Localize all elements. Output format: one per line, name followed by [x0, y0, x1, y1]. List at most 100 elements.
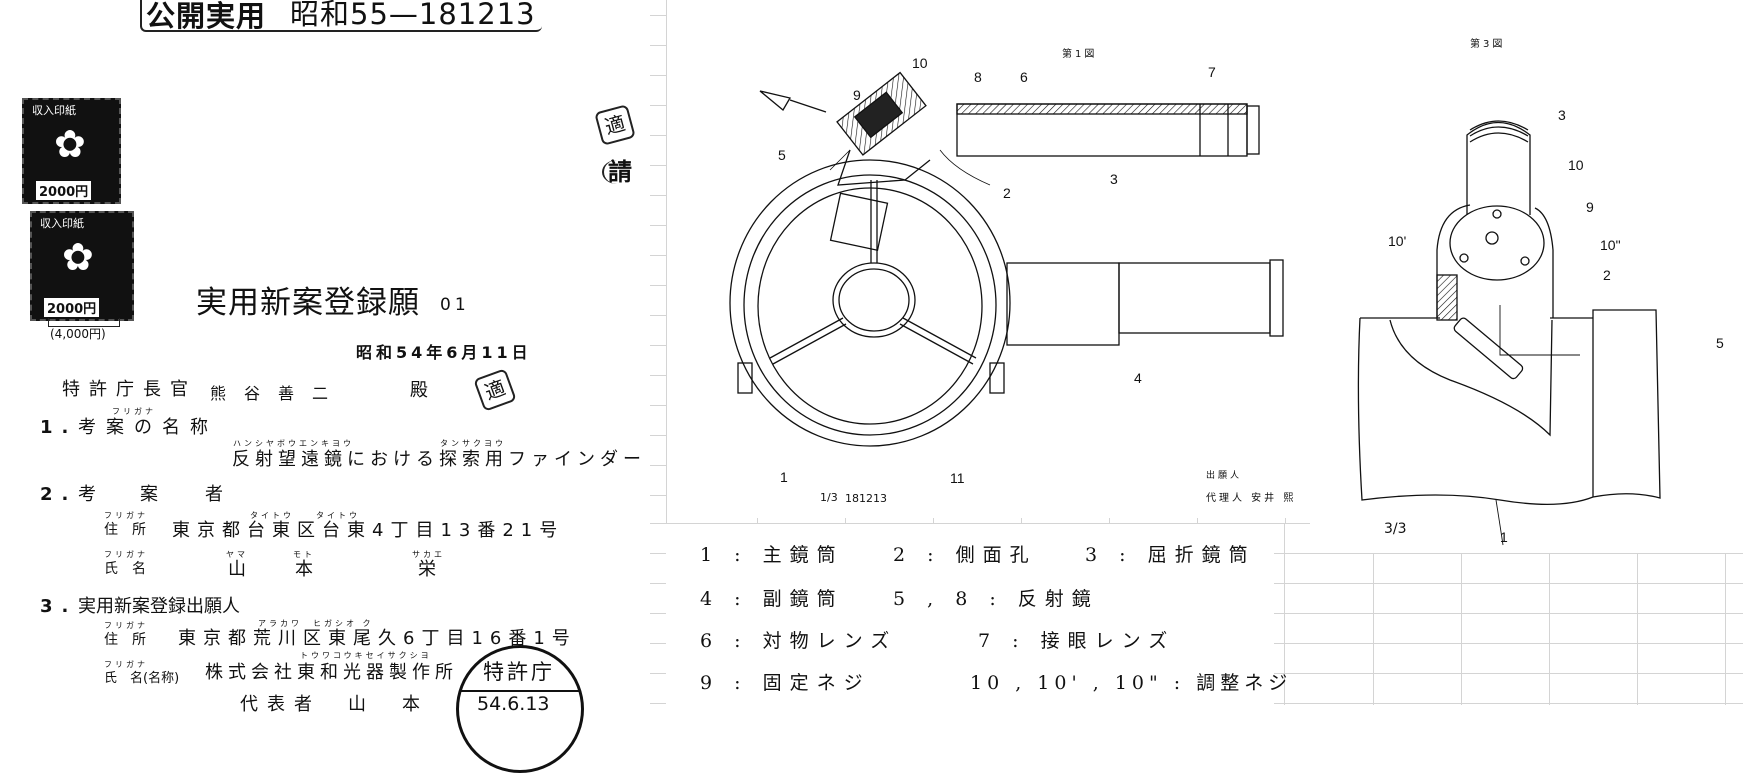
- section-number: 2.: [40, 484, 78, 505]
- furigana-label: フリガナ: [104, 660, 148, 669]
- addressee-suffix: 殿: [410, 380, 437, 401]
- grid-line: [845, 518, 846, 524]
- flower-icon: ✿: [62, 235, 94, 279]
- part-label: 7: [1208, 64, 1216, 80]
- section-number: 1.: [40, 417, 78, 438]
- applicant-name: 株式会社東和光器製作所: [205, 662, 458, 683]
- furigana-label: フリガナ: [104, 511, 148, 520]
- name-furigana: トウワコウキセイサクシヨ: [300, 651, 432, 660]
- grid-line: [1461, 553, 1462, 705]
- grid-line: [650, 75, 666, 76]
- grid-line: [650, 375, 666, 376]
- grid-line: [650, 15, 666, 16]
- legend-item: 1 : 主鏡筒: [700, 544, 844, 566]
- publication-prefix: 公開実用: [146, 0, 267, 33]
- stamp-label: 収入印紙: [40, 217, 84, 230]
- device-title: 反射望遠鏡における探索用ファインダー: [232, 449, 646, 470]
- seal-divider: [459, 690, 581, 692]
- grid-line: [650, 135, 666, 136]
- legend-item: 3 : 屈折鏡筒: [1085, 544, 1256, 566]
- applicant-address: 東京都荒川区東尾久6丁目16番1号: [178, 628, 577, 649]
- part-label: 10: [1568, 157, 1584, 173]
- legend-item: 9 : 固定ネジ: [700, 672, 871, 694]
- seal-office: 特許庁: [483, 660, 555, 684]
- grid-line: [757, 518, 758, 524]
- grid-line: [1637, 553, 1638, 705]
- grid-line: [650, 673, 666, 674]
- document-title: 実用新案登録願: [196, 285, 420, 321]
- title-furigana: タンサクヨウ: [440, 439, 506, 448]
- furigana-label: フリガナ: [112, 407, 156, 416]
- figure-1-drawing: [729, 71, 1284, 447]
- grid-line: [1274, 643, 1743, 644]
- part-label: 1: [780, 469, 788, 485]
- grid-line: [1274, 673, 1743, 674]
- address-furigana: アラカワ ヒガシオ ク: [258, 619, 374, 628]
- grid-line: [1725, 553, 1726, 705]
- revenue-stamp: 収入印紙 ✿ 2000円: [30, 211, 134, 321]
- part-label: 10: [912, 55, 928, 71]
- filing-date: 昭和54年6月11日: [356, 343, 532, 362]
- grid-line: [650, 583, 666, 584]
- part-label: 9: [1586, 199, 1594, 215]
- grid-line: [650, 285, 666, 286]
- grid-line: [650, 255, 666, 256]
- part-label: 2: [1603, 267, 1611, 283]
- inventor-name: 栄: [418, 559, 445, 580]
- name-label: 氏 名(名称): [104, 671, 180, 686]
- stamp-bracket: [48, 318, 120, 327]
- header-frame: [140, 0, 542, 32]
- grid-line: [650, 553, 666, 554]
- figure-title: 第1図: [1062, 49, 1098, 60]
- grid-line: [1109, 518, 1110, 524]
- revenue-stamp: 収入印紙 ✿ 2000円: [22, 98, 121, 204]
- grid-line: [650, 315, 666, 316]
- grid-line: [1274, 613, 1743, 614]
- legend-item: 4 : 副鏡筒: [700, 588, 844, 610]
- address-furigana: タイトウ タイトウ: [250, 511, 360, 520]
- address-label: 住 所: [104, 632, 146, 648]
- furigana-label: フリガナ: [104, 550, 148, 559]
- grid-line: [1274, 583, 1743, 584]
- part-label: 4: [1134, 370, 1142, 386]
- part-label: 10": [1600, 237, 1621, 253]
- grid-line: [1197, 518, 1198, 524]
- grid-line: [1274, 553, 1743, 554]
- part-label: 10': [1388, 233, 1407, 249]
- grid-line: [1274, 703, 1743, 704]
- section-label: 案: [140, 484, 167, 505]
- figure-title: 第3図: [1470, 39, 1506, 50]
- stamp-value: 2000円: [36, 181, 92, 200]
- grid-line: [933, 518, 934, 524]
- grid-line: [1285, 518, 1286, 524]
- part-label: 9: [853, 87, 861, 103]
- name-label: 氏 名: [104, 561, 146, 577]
- flower-icon: ✿: [54, 122, 86, 166]
- grid-line: [1549, 553, 1550, 705]
- grid-line: [650, 643, 666, 644]
- grid-line: [650, 195, 666, 196]
- legend-item: 10 , 10' , 10" : 調整ネジ: [970, 672, 1293, 694]
- addressee-name: 熊谷善二: [210, 384, 347, 403]
- name-furigana: モト: [293, 550, 315, 559]
- address-label: 住 所: [104, 522, 146, 538]
- part-label: 8: [974, 69, 982, 85]
- grid-line: [650, 405, 666, 406]
- grid-line: [650, 495, 666, 496]
- inventor-address: 東京都台東区台東4丁目13番21号: [172, 520, 565, 541]
- section-label: 者: [205, 484, 232, 505]
- part-label: 1: [1500, 529, 1508, 545]
- part-label: 3: [1558, 107, 1566, 123]
- sheet-page: 1/3: [820, 491, 838, 504]
- part-label: 5: [778, 147, 786, 163]
- stamps-total: (4,000円): [50, 327, 106, 341]
- grid-line: [650, 435, 666, 436]
- inventor-name: 本: [295, 559, 322, 580]
- grid-line: [650, 613, 666, 614]
- grid-line: [1284, 523, 1285, 705]
- grid-line: [650, 465, 666, 466]
- grid-line: [1373, 553, 1374, 705]
- stamp-value: 2000円: [44, 298, 100, 317]
- section-label: 考案の名称: [78, 417, 218, 438]
- legend-item: 6 : 対物レンズ: [700, 630, 898, 652]
